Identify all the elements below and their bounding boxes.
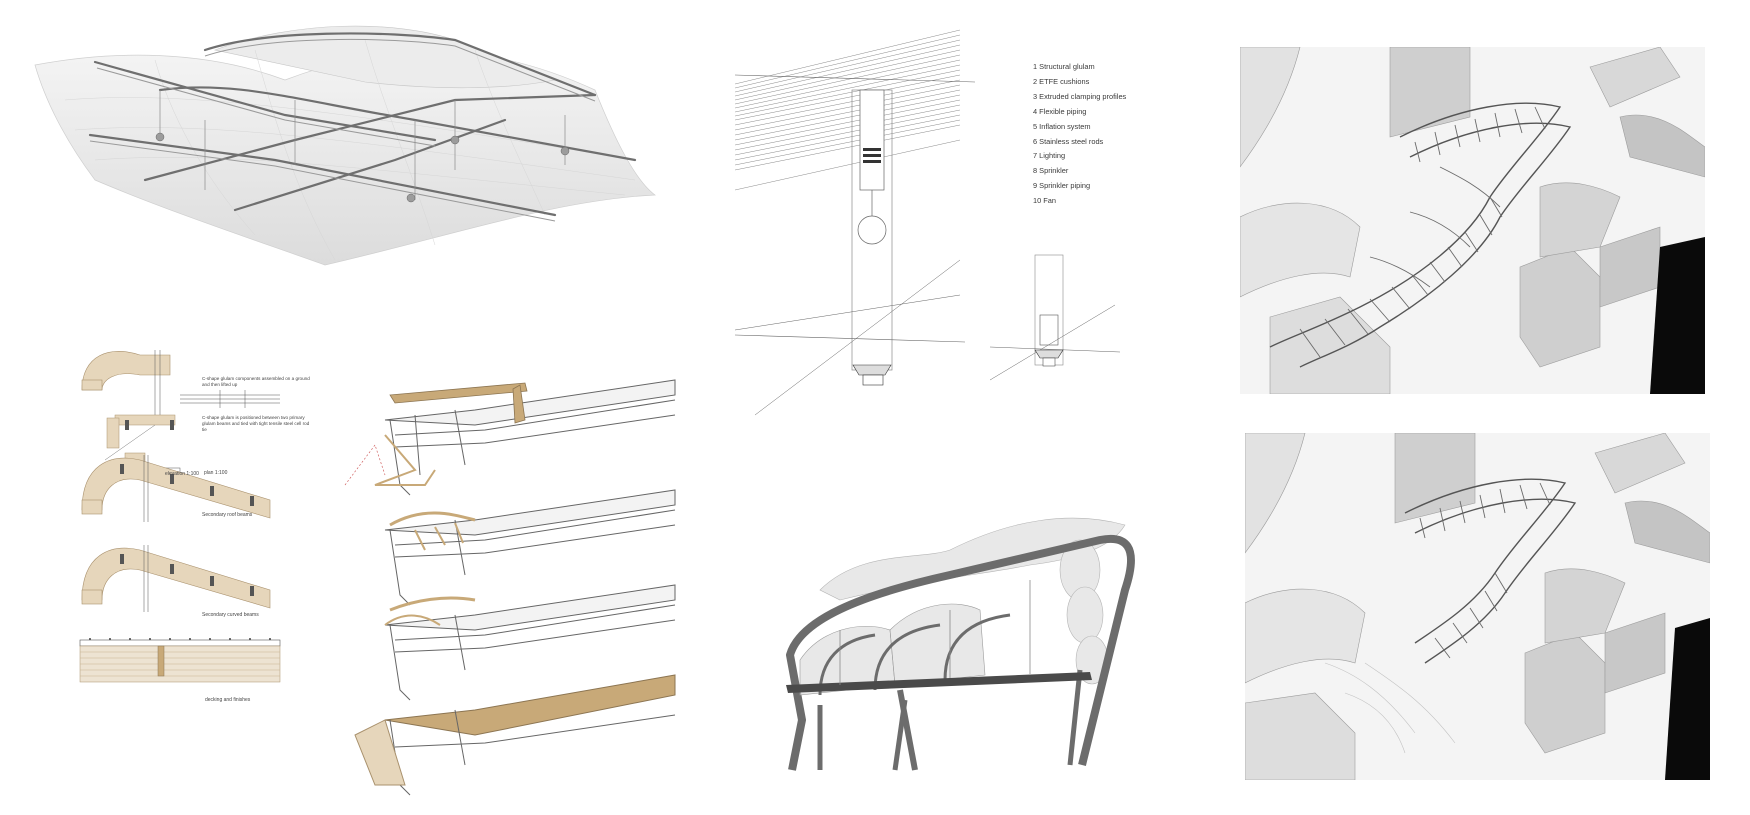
- legend-item: 4 Flexible piping: [1033, 106, 1087, 116]
- urban-render-bottom: [1245, 433, 1710, 780]
- note-step2: C-shape glulam is positioned between two…: [202, 415, 310, 432]
- legend-item: 3 Extruded clamping profiles: [1033, 91, 1127, 101]
- technical-section: [734, 29, 1145, 420]
- roof-axonometric: [34, 20, 675, 280]
- legend-item: 8 Sprinkler: [1033, 166, 1069, 176]
- plan-label: plan 1:100: [204, 470, 228, 476]
- secondary-curved-beams-label: Secondary curved beams: [202, 612, 259, 618]
- components-legend: 1 Structural glulam 2 ETFE cushions 3 Ex…: [1033, 60, 1126, 209]
- urban-render-top: [1240, 47, 1705, 394]
- legend-item: 10 Fan: [1033, 196, 1057, 206]
- canopy-section-render: [780, 517, 1160, 771]
- legend-item: 2 ETFE cushions: [1033, 76, 1090, 86]
- legend-item: 6 Stainless steel rods: [1033, 136, 1104, 146]
- legend-item: 1 Structural glulam: [1033, 62, 1095, 71]
- sequence-axonometrics: [344, 375, 676, 805]
- legend-item: 7 Lighting: [1033, 151, 1066, 161]
- elevation-label: elevation 1:100: [165, 471, 199, 477]
- note-step1: C-shape glulam components assembled on a…: [202, 376, 310, 387]
- legend-item: 9 Sprinkler piping: [1033, 181, 1091, 191]
- secondary-roof-beams-label: Secondary roof beams: [202, 512, 253, 518]
- glulam-detail-sequence: [79, 350, 310, 770]
- legend-item: 5 Inflation system: [1033, 121, 1091, 131]
- decking-label: decking and finishes: [205, 697, 251, 703]
